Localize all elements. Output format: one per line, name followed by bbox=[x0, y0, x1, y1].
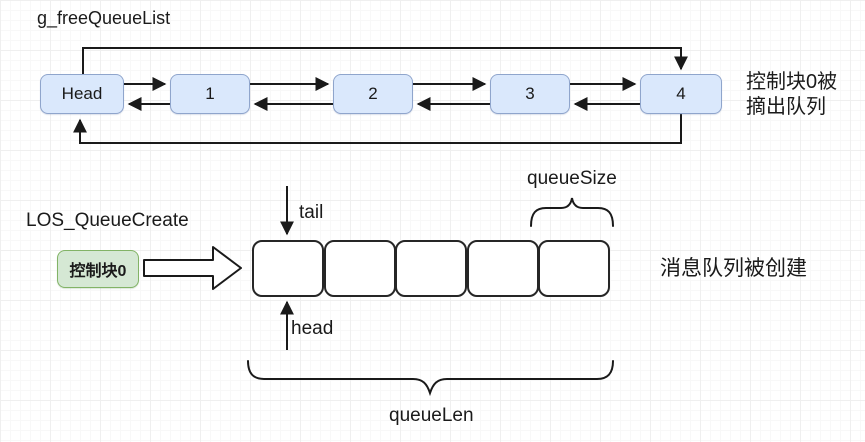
control-block-0: 控制块0 bbox=[57, 250, 139, 288]
queue-size-brace bbox=[530, 197, 614, 227]
queue-cell-0 bbox=[252, 240, 324, 297]
list-node-label: 4 bbox=[676, 84, 686, 103]
list-node-2: 2 bbox=[333, 74, 413, 114]
list-node-label: 3 bbox=[525, 84, 535, 103]
annotation-line-2: 摘出队列 bbox=[746, 96, 826, 118]
queue-cell-4 bbox=[538, 240, 610, 297]
head-label: head bbox=[291, 318, 334, 339]
queue-cell-1 bbox=[324, 240, 396, 297]
los-queuecreate-title: LOS_QueueCreate bbox=[26, 210, 189, 231]
arrow-4-bottom-to-head bbox=[73, 114, 682, 144]
free-queue-list-title: g_freeQueueList bbox=[37, 8, 171, 28]
block-arrow-icon bbox=[143, 246, 242, 290]
list-node-3: 3 bbox=[490, 74, 570, 114]
queue-cell-3 bbox=[467, 240, 539, 297]
control-block-label: 控制块0 bbox=[69, 263, 127, 280]
list-node-label: 2 bbox=[368, 84, 378, 103]
free-queue-annotation: 控制块0被 摘出队列 bbox=[746, 70, 837, 120]
queue-size-label: queueSize bbox=[527, 168, 617, 189]
list-node-4: 4 bbox=[640, 74, 722, 114]
arrow-head-top-to-4 bbox=[82, 47, 688, 74]
list-node-label: 1 bbox=[205, 84, 215, 103]
list-node-head: Head bbox=[40, 74, 124, 114]
queue-len-brace bbox=[247, 360, 614, 397]
list-node-1: 1 bbox=[170, 74, 250, 114]
annotation-line-1: 控制块0被 bbox=[746, 71, 838, 93]
list-node-label: Head bbox=[61, 84, 103, 103]
queue-len-label: queueLen bbox=[389, 405, 474, 426]
queue-cell-2 bbox=[395, 240, 467, 297]
queue-created-annotation: 消息队列被创建 bbox=[660, 257, 807, 280]
tail-label: tail bbox=[299, 202, 324, 223]
